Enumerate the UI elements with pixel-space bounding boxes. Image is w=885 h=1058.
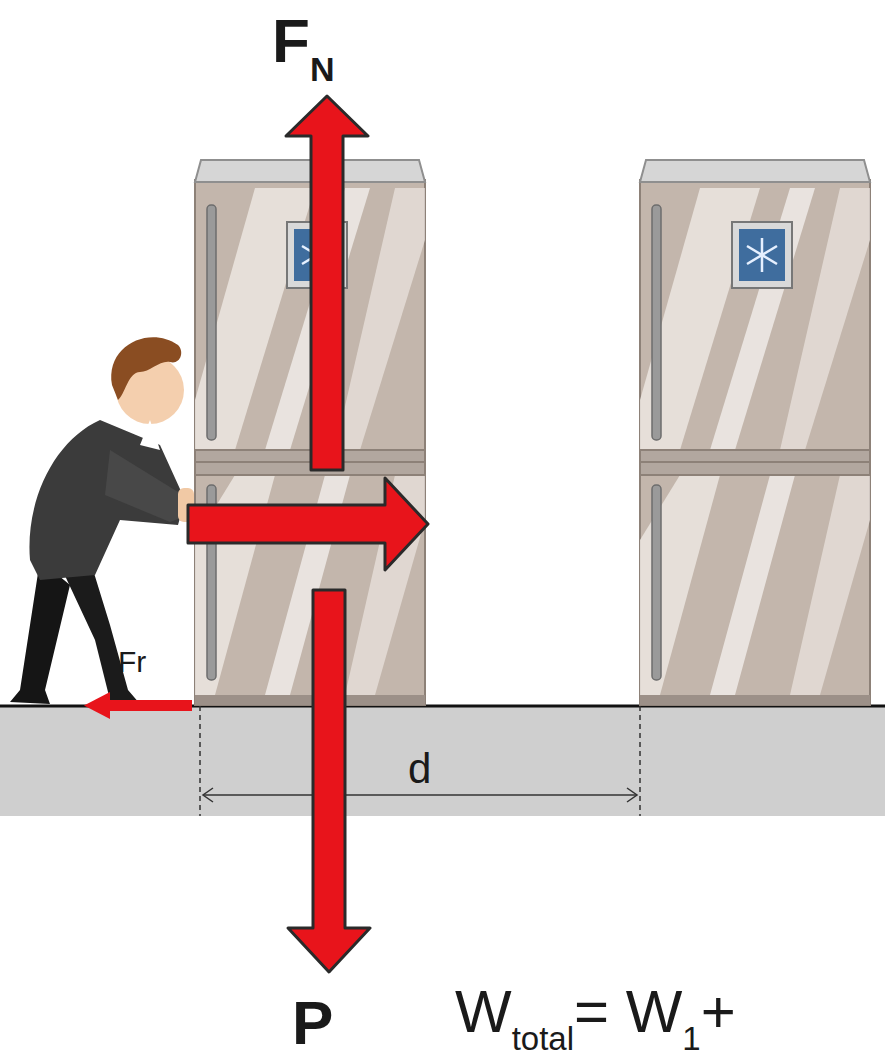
force-label: Fr bbox=[118, 647, 146, 677]
force-label: P bbox=[292, 992, 333, 1054]
label-text: W bbox=[455, 978, 512, 1045]
subscript: 1 bbox=[682, 1020, 700, 1057]
label-text: + bbox=[701, 978, 736, 1045]
subscript: total bbox=[512, 1020, 574, 1057]
subscript: N bbox=[310, 50, 335, 88]
label-text: = W bbox=[574, 978, 682, 1045]
work-equation: Wtotal= W1+ bbox=[455, 982, 736, 1055]
label-text: d bbox=[408, 745, 431, 792]
force-label: FN bbox=[272, 10, 335, 86]
label-text: F bbox=[272, 6, 310, 75]
label-text: Fr bbox=[118, 645, 146, 678]
man-figure bbox=[10, 337, 194, 704]
dimension-label: d bbox=[408, 748, 431, 790]
label-text: P bbox=[292, 988, 333, 1057]
